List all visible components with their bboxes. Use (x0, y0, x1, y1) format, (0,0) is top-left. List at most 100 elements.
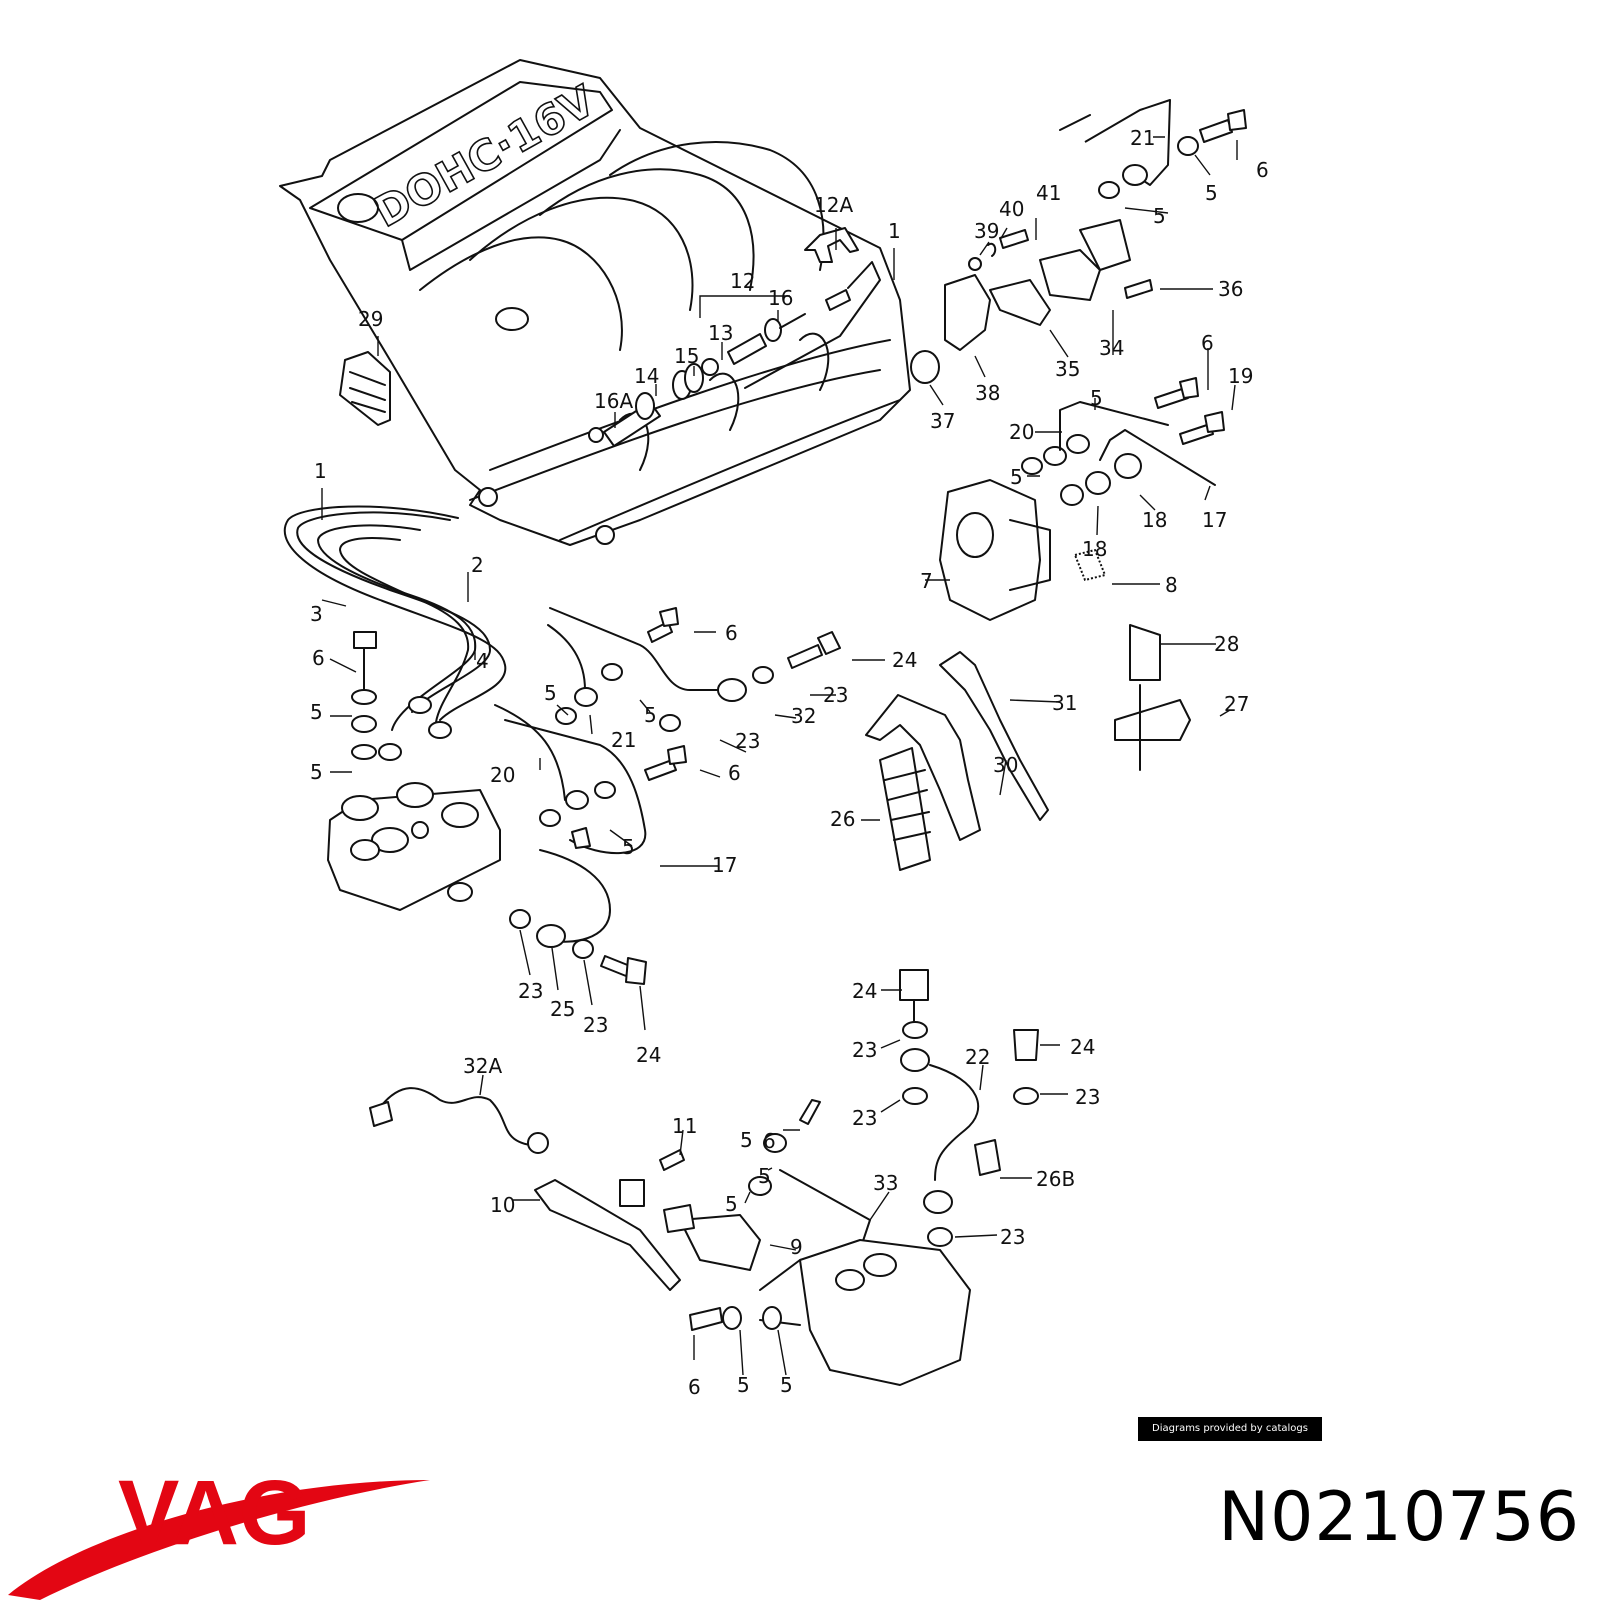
callout-label: 24 (892, 648, 917, 672)
callout-label: 1 (888, 219, 901, 243)
callout-label: 40 (999, 197, 1024, 221)
callout-label: 28 (1214, 632, 1239, 656)
callout-label: 5 (780, 1373, 793, 1397)
callout-label: 5 (758, 1164, 771, 1188)
callout-label: 33 (873, 1171, 898, 1195)
callout-label: 23 (852, 1038, 877, 1062)
callout-label: 9 (790, 1235, 803, 1259)
callout-label: 27 (1224, 692, 1249, 716)
callout-label: 22 (965, 1045, 990, 1069)
callout-label: 13 (708, 321, 733, 345)
callout-label: 21 (1130, 126, 1155, 150)
callout-label: 10 (490, 1193, 515, 1217)
lower-assembly (369, 1087, 1001, 1386)
fuel-distributor-left (327, 631, 501, 911)
callout-label: 32A (463, 1054, 502, 1078)
callout-label: 41 (1036, 181, 1061, 205)
callout-label: 23 (852, 1106, 877, 1130)
callout-label: 5 (310, 760, 323, 784)
callout-label: 6 (1201, 331, 1214, 355)
callout-label: 5 (622, 835, 635, 859)
callout-label: 20 (1009, 420, 1034, 444)
callout-label: 20 (490, 763, 515, 787)
callout-label: 19 (1228, 364, 1253, 388)
lines-20-21-32 (494, 607, 841, 943)
callout-label: 18 (1142, 508, 1167, 532)
vag-logo[interactable]: VAG (0, 1440, 460, 1600)
callout-label: 6 (312, 646, 325, 670)
line-25-banjo (509, 909, 647, 985)
callout-label: 37 (930, 409, 955, 433)
callout-label: 24 (636, 1043, 661, 1067)
callout-label: 39 (974, 219, 999, 243)
callout-label: 26B (1036, 1167, 1075, 1191)
callout-label: 6 (728, 761, 741, 785)
intake-manifold: DOHC·16V (279, 59, 911, 546)
callout-label: 5 (740, 1128, 753, 1152)
callout-label: 5 (544, 681, 557, 705)
callout-label: 18 (1082, 537, 1107, 561)
callout-label: 36 (1218, 277, 1243, 301)
callout-label: 6 (725, 621, 738, 645)
callout-label: 6 (763, 1129, 776, 1153)
callout-label: 23 (735, 729, 760, 753)
callout-label: 12A (814, 193, 853, 217)
callout-label: 30 (993, 753, 1018, 777)
callout-label: 12 (730, 269, 755, 293)
callout-label: 5 (1153, 204, 1166, 228)
callout-label: 16A (594, 389, 633, 413)
callout-label: 1 (314, 459, 327, 483)
warm-up-regulator (939, 377, 1225, 621)
callout-label: 23 (583, 1013, 608, 1037)
vw-logo-icon (337, 193, 379, 223)
vag-logo-text: VAG (118, 1462, 311, 1564)
callout-label: 17 (1202, 508, 1227, 532)
callout-label: 17 (712, 853, 737, 877)
callout-label: 5 (1205, 181, 1218, 205)
callout-label: 34 (1099, 336, 1124, 360)
pipe-22 (899, 969, 1039, 1247)
callout-label: 31 (1052, 691, 1077, 715)
callout-label: 24 (852, 979, 877, 1003)
callout-label: 29 (358, 307, 383, 331)
callout-label: 15 (674, 344, 699, 368)
leader-lines (321, 136, 1238, 1376)
callout-labels: 1 1 2 3 4 5 5 5 5 5 5 5 5 5 5 5 5 5 5 6 … (310, 126, 1269, 1399)
fuel-lines (283, 505, 507, 731)
callout-label: 3 (310, 602, 323, 626)
callout-label: 26 (830, 807, 855, 831)
callout-label: 5 (725, 1192, 738, 1216)
callout-label: 5 (1090, 386, 1103, 410)
callout-label: 11 (672, 1114, 697, 1138)
callout-label: 5 (1010, 465, 1023, 489)
callout-label: 23 (1000, 1225, 1025, 1249)
callout-label: 38 (975, 381, 1000, 405)
vag-logo-swoosh (8, 1480, 430, 1600)
callout-label: 6 (688, 1375, 701, 1399)
bracket-29 (339, 351, 391, 426)
callout-label: 6 (1256, 158, 1269, 182)
callout-label: 23 (518, 979, 543, 1003)
callout-label: 14 (634, 364, 659, 388)
callout-label: 32 (791, 704, 816, 728)
part-number: N0210756 (1218, 1478, 1580, 1557)
callout-label: 24 (1070, 1035, 1095, 1059)
callout-label: 2 (471, 553, 484, 577)
callout-label: 21 (611, 728, 636, 752)
callout-label: 5 (737, 1373, 750, 1397)
callout-label: 35 (1055, 357, 1080, 381)
callout-label: 5 (310, 700, 323, 724)
diagram-credit: Diagrams provided by catalogs parts (1138, 1417, 1322, 1458)
aux-air-valve (910, 99, 1247, 384)
callout-label: 8 (1165, 573, 1178, 597)
callout-label: 23 (1075, 1085, 1100, 1109)
callout-label: 23 (823, 683, 848, 707)
callout-label: 7 (920, 569, 933, 593)
callout-label: 25 (550, 997, 575, 1021)
callout-label: 16 (768, 286, 793, 310)
callout-label: 5 (644, 703, 657, 727)
brackets-26-31 (865, 624, 1191, 871)
callout-label: 4 (476, 649, 489, 673)
injector-assembly (588, 261, 881, 447)
